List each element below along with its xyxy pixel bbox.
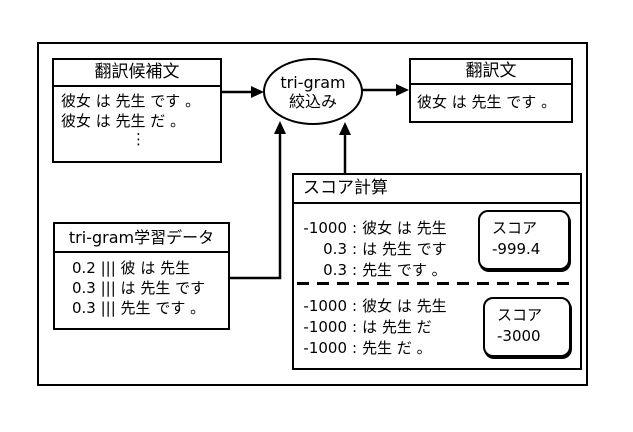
vertical-ellipsis: ⋮ — [131, 130, 146, 148]
score-entry-value: -1000 — [303, 297, 347, 315]
score-group-1: -1000 : 彼女 は 先生 0.3 : は 先生 です 0.3 : 先生 で… — [301, 218, 447, 281]
score-entry-separator: : — [352, 339, 358, 357]
score-entry-value: 0.3 — [323, 261, 347, 279]
score-entry: 0.3 : は 先生 です — [301, 239, 447, 260]
score-entry-text: 先生 です 。 — [362, 261, 447, 279]
training-data-line: 0.3 ||| は 先生 です — [72, 279, 206, 297]
candidate-line: 彼女 は 先生 です 。 — [61, 92, 201, 110]
candidates-box-title: 翻訳候補文 — [54, 60, 220, 87]
score-chip-2: スコア -3000 — [483, 297, 571, 357]
score-entry-text: は 先生 だ — [362, 318, 432, 336]
score-chip-value: -999.4 — [492, 240, 541, 258]
score-entry-separator: : — [352, 318, 358, 336]
translation-box-title: 翻訳文 — [411, 60, 571, 85]
score-chip-value: -3000 — [497, 327, 541, 345]
score-entry: -1000 : 彼女 は 先生 — [301, 218, 447, 239]
score-calculation-box-title: スコア計算 — [294, 175, 580, 204]
score-entry-separator: : — [352, 261, 358, 279]
training-data-box-content: 0.2 ||| 彼 は 先生 0.3 ||| は 先生 です 0.3 ||| 先… — [55, 253, 228, 318]
training-data-box-title: tri-gram学習データ — [55, 224, 228, 253]
score-entry-separator: : — [352, 297, 358, 315]
training-data-box: tri-gram学習データ 0.2 ||| 彼 は 先生 0.3 ||| は 先… — [53, 222, 230, 330]
score-chip-label: スコア — [492, 219, 538, 237]
trigram-filter-node: tri-gram 絞込み — [263, 58, 363, 125]
translation-box-content: 彼女 は 先生 です 。 — [417, 93, 557, 111]
training-data-line: 0.3 ||| 先生 です 。 — [72, 299, 206, 317]
translation-box: 翻訳文 彼女 は 先生 です 。 — [409, 58, 573, 123]
score-entry: -1000 : は 先生 だ — [301, 317, 447, 338]
filter-node-label-line1: tri-gram — [280, 72, 346, 92]
score-entry-text: は 先生 です — [362, 240, 447, 258]
score-chip-1: スコア -999.4 — [478, 210, 570, 270]
score-entry: -1000 : 先生 だ 。 — [301, 338, 447, 359]
score-entry-text: 先生 だ 。 — [362, 339, 432, 357]
candidates-box-content: 彼女 は 先生 です 。 彼女 は 先生 だ 。 ⋮ — [54, 87, 220, 147]
score-entry-value: 0.3 — [323, 240, 347, 258]
dashed-divider — [297, 282, 577, 285]
score-entry: -1000 : 彼女 は 先生 — [301, 296, 447, 317]
score-calculation-box: スコア計算 -1000 : 彼女 は 先生 0.3 : は 先生 です 0.3 … — [292, 173, 582, 370]
score-group-2: -1000 : 彼女 は 先生 -1000 : は 先生 だ -1000 : 先… — [301, 296, 447, 359]
candidates-box: 翻訳候補文 彼女 は 先生 です 。 彼女 は 先生 だ 。 ⋮ — [52, 58, 222, 163]
score-entry-separator: : — [352, 219, 358, 237]
training-data-line: 0.2 ||| 彼 は 先生 — [72, 259, 191, 277]
score-entry: 0.3 : 先生 です 。 — [301, 260, 447, 281]
score-entry-text: 彼女 は 先生 — [362, 219, 447, 237]
score-entry-separator: : — [352, 240, 358, 258]
score-entry-text: 彼女 は 先生 — [362, 297, 447, 315]
score-entry-value: -1000 — [303, 219, 347, 237]
score-chip-label: スコア — [497, 306, 543, 324]
candidate-line: 彼女 は 先生 だ 。 — [61, 112, 186, 130]
score-entry-value: -1000 — [303, 318, 347, 336]
filter-node-label-line2: 絞込み — [288, 91, 337, 111]
score-entry-value: -1000 — [303, 339, 347, 357]
